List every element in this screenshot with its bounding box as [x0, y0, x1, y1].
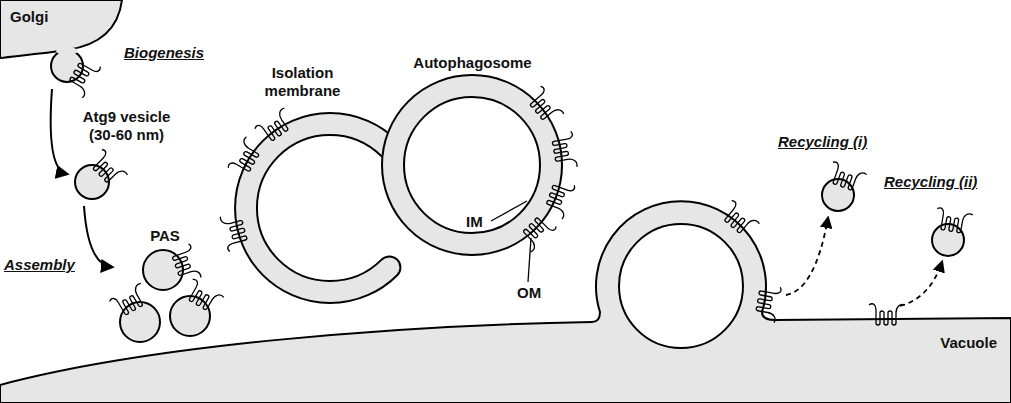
recycling-arrow — [786, 218, 828, 295]
atg9-protein — [65, 57, 101, 99]
atg9-protein — [170, 243, 202, 284]
pas-cluster: PAS — [115, 225, 215, 345]
atg9-protein — [869, 304, 905, 325]
autophagosome-outer — [382, 75, 562, 255]
atg9-protein — [517, 212, 557, 252]
step-label: Biogenesis — [124, 44, 204, 62]
node-label: Golgi — [10, 8, 48, 26]
atg9-protein — [934, 207, 973, 234]
vacuole: Vacuole — [600, 324, 1011, 403]
recycled-vesicle — [932, 224, 964, 256]
atg9-protein — [109, 282, 151, 318]
leader-line — [491, 201, 527, 221]
step-label: Assembly — [4, 256, 75, 274]
atg9-protein — [754, 284, 781, 323]
atg9-protein — [219, 211, 249, 251]
atg9-protein — [227, 136, 263, 178]
autophagosome-inner — [404, 97, 540, 233]
atg9-protein — [254, 107, 296, 145]
atg9-vesicle — [75, 165, 109, 199]
node-label: Vacuole — [940, 334, 997, 352]
pas-vesicle — [170, 296, 210, 336]
fused-inner-membrane — [619, 224, 743, 348]
bud-seam — [56, 47, 78, 55]
isolation-membrane-shape — [235, 113, 400, 303]
step-label: Recycling (i) — [778, 133, 867, 151]
atg9-protein — [826, 161, 867, 193]
atg9-protein — [88, 149, 128, 189]
membrane-label: IM — [466, 213, 483, 231]
atg9-protein — [525, 86, 564, 127]
leader-line — [528, 238, 531, 282]
membrane-label: OM — [517, 284, 541, 302]
golgi-shape — [0, 0, 122, 58]
node-label: Autophagosome — [413, 54, 531, 72]
node-label: Isolation membrane — [253, 64, 353, 100]
node-label: PAS — [150, 227, 180, 245]
atg9-protein — [183, 278, 225, 314]
recycling-arrow — [900, 262, 942, 306]
process-arrow — [84, 206, 112, 267]
step-label: Recycling (ii) — [884, 173, 977, 191]
process-arrow — [51, 89, 67, 174]
atg9-vesicle: Atg9 vesicle (30-60 nm) — [70, 108, 183, 203]
node-label: Atg9 vesicle (30-60 nm) — [74, 108, 179, 144]
atg9-protein — [719, 200, 760, 239]
atg9-protein — [551, 131, 578, 170]
atg9-protein — [543, 178, 575, 219]
golgi: Golgi — [0, 0, 125, 86]
isolation-membrane: Isolation membrane — [225, 64, 380, 309]
